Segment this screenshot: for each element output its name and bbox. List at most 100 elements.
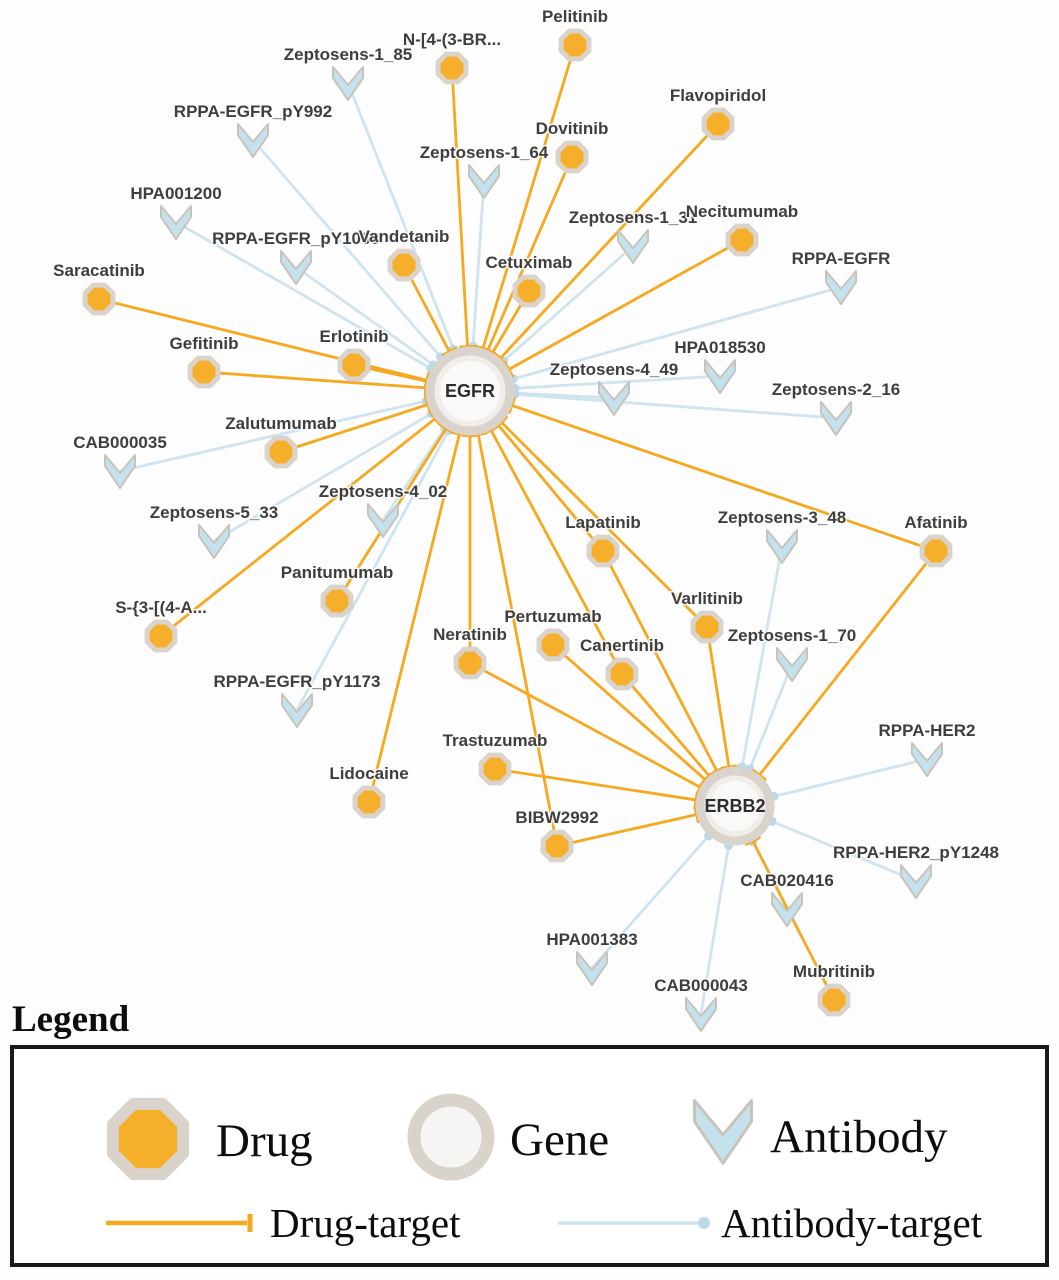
antibody-chevron-icon [685, 997, 717, 1032]
legend: Legend Drug Gene Antibody Drug-target An… [10, 999, 1049, 1267]
drug-octagon-icon [337, 348, 371, 382]
antibody-node-zeptosens-2-16 [820, 401, 852, 436]
antibody-chevron-icon [367, 503, 399, 538]
antibody-chevron-icon [237, 123, 269, 158]
antibody-target-edge-dot [698, 1217, 710, 1229]
drug-octagon-icon [555, 140, 589, 174]
antibody-target-edge-rppa-egfr-py1068 [295, 265, 435, 367]
antibody-node-zeptosens-4-02 [367, 503, 399, 538]
antibody-label-zeptosens-4-02: Zeptosens-4_02 [319, 482, 448, 501]
antibody-node-rppa-her2 [911, 742, 943, 777]
antibody-chevron-icon [104, 454, 136, 489]
drug-octagon-icon [512, 274, 546, 308]
antibody-target-edge-rppa-egfr-py1173 [295, 429, 450, 711]
drug-label-neratinib: Neratinib [433, 625, 507, 644]
drug-node-erlotinib [337, 348, 371, 382]
antibody-node-cab000043 [685, 997, 717, 1032]
drug-octagon-icon [320, 584, 354, 618]
drug-octagon-icon [536, 628, 570, 662]
antibody-node-zeptosens-3-48 [766, 529, 798, 564]
antibody-node-rppa-egfr [825, 270, 857, 305]
antibody-target-edge-hpa001383 [590, 835, 710, 969]
antibody-chevron-icon [281, 693, 313, 728]
drug-node-neratinib [453, 646, 487, 680]
antibody-label-rppa-her2: RPPA-HER2 [879, 721, 976, 740]
antibody-label-hpa001200: HPA001200 [130, 184, 221, 203]
antibody-node-rppa-her2-py1248 [900, 864, 932, 899]
drug-octagon-icon [817, 983, 851, 1017]
drug-octagon-icon [264, 435, 298, 469]
drug-octagon-icon [919, 534, 953, 568]
antibody-node-rppa-egfr-py992 [237, 123, 269, 158]
antibody-target-edge-hpa018530 [514, 374, 721, 390]
drug-target-edge-mubritinib [751, 840, 836, 1001]
nodes-layer: EGFR ERBB2 [82, 28, 953, 1032]
drug-octagon-icon [605, 657, 639, 691]
antibody-label-zeptosens-5-33: Zeptosens-5_33 [150, 503, 279, 522]
drug-target-edge-varlitinib [705, 626, 731, 768]
drug-octagon-icon [453, 646, 487, 680]
drug-label-panitumumab: Panitumumab [281, 563, 393, 582]
antibody-chevron-icon [771, 892, 803, 927]
drug-node-afatinib [919, 534, 953, 568]
drug-label-necitumumab: Necitumumab [686, 202, 798, 221]
antibody-chevron-icon [198, 524, 230, 559]
drug-octagon-icon [144, 619, 178, 653]
drug-node-necitumumab [725, 223, 759, 257]
legend-antibody-label: Antibody [770, 1111, 948, 1163]
antibody-node-cab000035 [104, 454, 136, 489]
drug-node-lapatinib [586, 534, 620, 568]
antibody-chevron-icon [704, 359, 736, 394]
antibody-label-rppa-egfr-py1068: RPPA-EGFR_pY1068 [212, 229, 380, 248]
antibody-target-edge-zeptosens-3-48 [740, 545, 784, 767]
legend-title: Legend [12, 999, 130, 1040]
legend-antibody-target-label: Antibody-target [721, 1200, 983, 1246]
drug-label-lapatinib: Lapatinib [565, 513, 641, 532]
antibody-label-cab000043: CAB000043 [654, 976, 748, 995]
drug-node-mubritinib [817, 983, 851, 1017]
drug-target-edge-n-4-3-br [450, 67, 469, 348]
drug-label-vandetanib: Vandetanib [359, 227, 450, 246]
drug-label-dovitinib: Dovitinib [536, 119, 609, 138]
gene-circle-inner [440, 361, 500, 421]
antibody-chevron-icon [776, 647, 808, 682]
antibody-node-rppa-egfr-py1068 [280, 250, 312, 285]
antibody-node-zeptosens-1-70 [776, 647, 808, 682]
drug-label-erlotinib: Erlotinib [320, 327, 389, 346]
drug-target-edge-necitumumab [507, 238, 743, 371]
drug-label-n-4-3-br: N-[4-(3-BR... [403, 30, 501, 49]
antibody-node-hpa001383 [576, 951, 608, 986]
antibody-target-edge-zeptosens-1-64 [471, 180, 486, 347]
drug-node-s-3-4-a [144, 619, 178, 653]
drug-node-flavopiridol [701, 107, 735, 141]
drug-node-zalutumumab [264, 435, 298, 469]
drug-label-lidocaine: Lidocaine [329, 764, 408, 783]
drug-node-cetuximab [512, 274, 546, 308]
antibody-chevron-icon [820, 401, 852, 436]
antibody-target-edge-cab000035 [119, 399, 427, 473]
drug-target-edge-afatinib [758, 550, 938, 777]
antibody-chevron-icon [911, 742, 943, 777]
drug-node-varlitinib [690, 610, 724, 644]
gene-node-erbb2: ERBB2 [695, 766, 775, 846]
drug-label-cetuximab: Cetuximab [486, 253, 573, 272]
antibody-target-edge-cab000043 [699, 845, 730, 1015]
antibody-node-zeptosens-5-33 [198, 524, 230, 559]
drug-octagon-icon [725, 223, 759, 257]
gene-node-egfr: EGFR [425, 346, 515, 436]
gene-label-egfr: EGFR [445, 381, 495, 401]
drug-label-saracatinib: Saracatinib [53, 261, 145, 280]
drug-label-flavopiridol: Flavopiridol [670, 86, 766, 105]
drug-label-canertinib: Canertinib [580, 636, 664, 655]
drug-target-edge-bibw2992 [556, 813, 698, 848]
drug-octagon-icon [540, 829, 574, 863]
drug-octagon-icon [106, 1097, 190, 1181]
antibody-chevron-icon [825, 270, 857, 305]
drug-node-lidocaine [352, 785, 386, 819]
drug-target-edge-afatinib [511, 403, 937, 553]
antibody-label-rppa-egfr-py992: RPPA-EGFR_pY992 [174, 102, 332, 121]
antibody-target-edge-hpa001200 [175, 220, 432, 370]
antibody-label-cab000035: CAB000035 [73, 433, 167, 452]
